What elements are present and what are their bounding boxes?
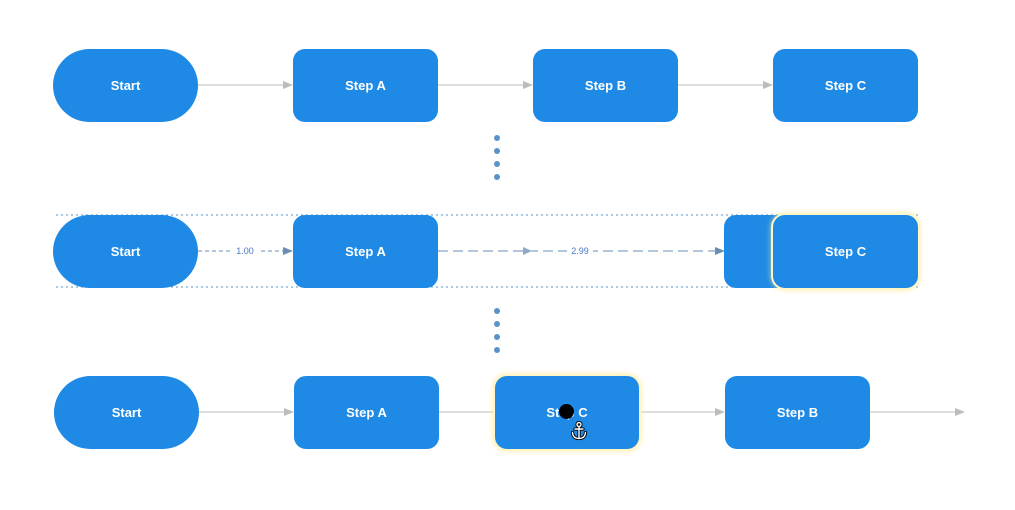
- node-row1-step-c[interactable]: Step C: [773, 49, 918, 122]
- edge-label-bg-2: [567, 245, 593, 257]
- node-row1-start[interactable]: Start: [53, 49, 198, 122]
- node-row3-step-c-dragged[interactable]: Step C: [495, 376, 639, 449]
- ellipsis-vertical-1: [494, 135, 500, 181]
- node-row3-start[interactable]: Start: [54, 376, 199, 449]
- node-row2-start[interactable]: Start: [53, 215, 198, 288]
- node-row3-step-a[interactable]: Step A: [294, 376, 439, 449]
- edge-label-bg-1: [232, 245, 258, 257]
- node-row3-step-b[interactable]: Step B: [725, 376, 870, 449]
- ellipsis-vertical-2: [494, 308, 500, 354]
- edge-label-2: 2.99: [571, 246, 589, 256]
- anchor-icon: [570, 421, 588, 441]
- node-row2-step-c[interactable]: Step C: [773, 215, 918, 288]
- edge-label-1: 1.00: [236, 246, 254, 256]
- node-row2-step-a[interactable]: Step A: [293, 215, 438, 288]
- node-row1-step-a[interactable]: Step A: [293, 49, 438, 122]
- drag-handle-dot[interactable]: [559, 404, 574, 419]
- edge-row2-mid-arrow: [523, 247, 532, 255]
- node-row1-step-b[interactable]: Step B: [533, 49, 678, 122]
